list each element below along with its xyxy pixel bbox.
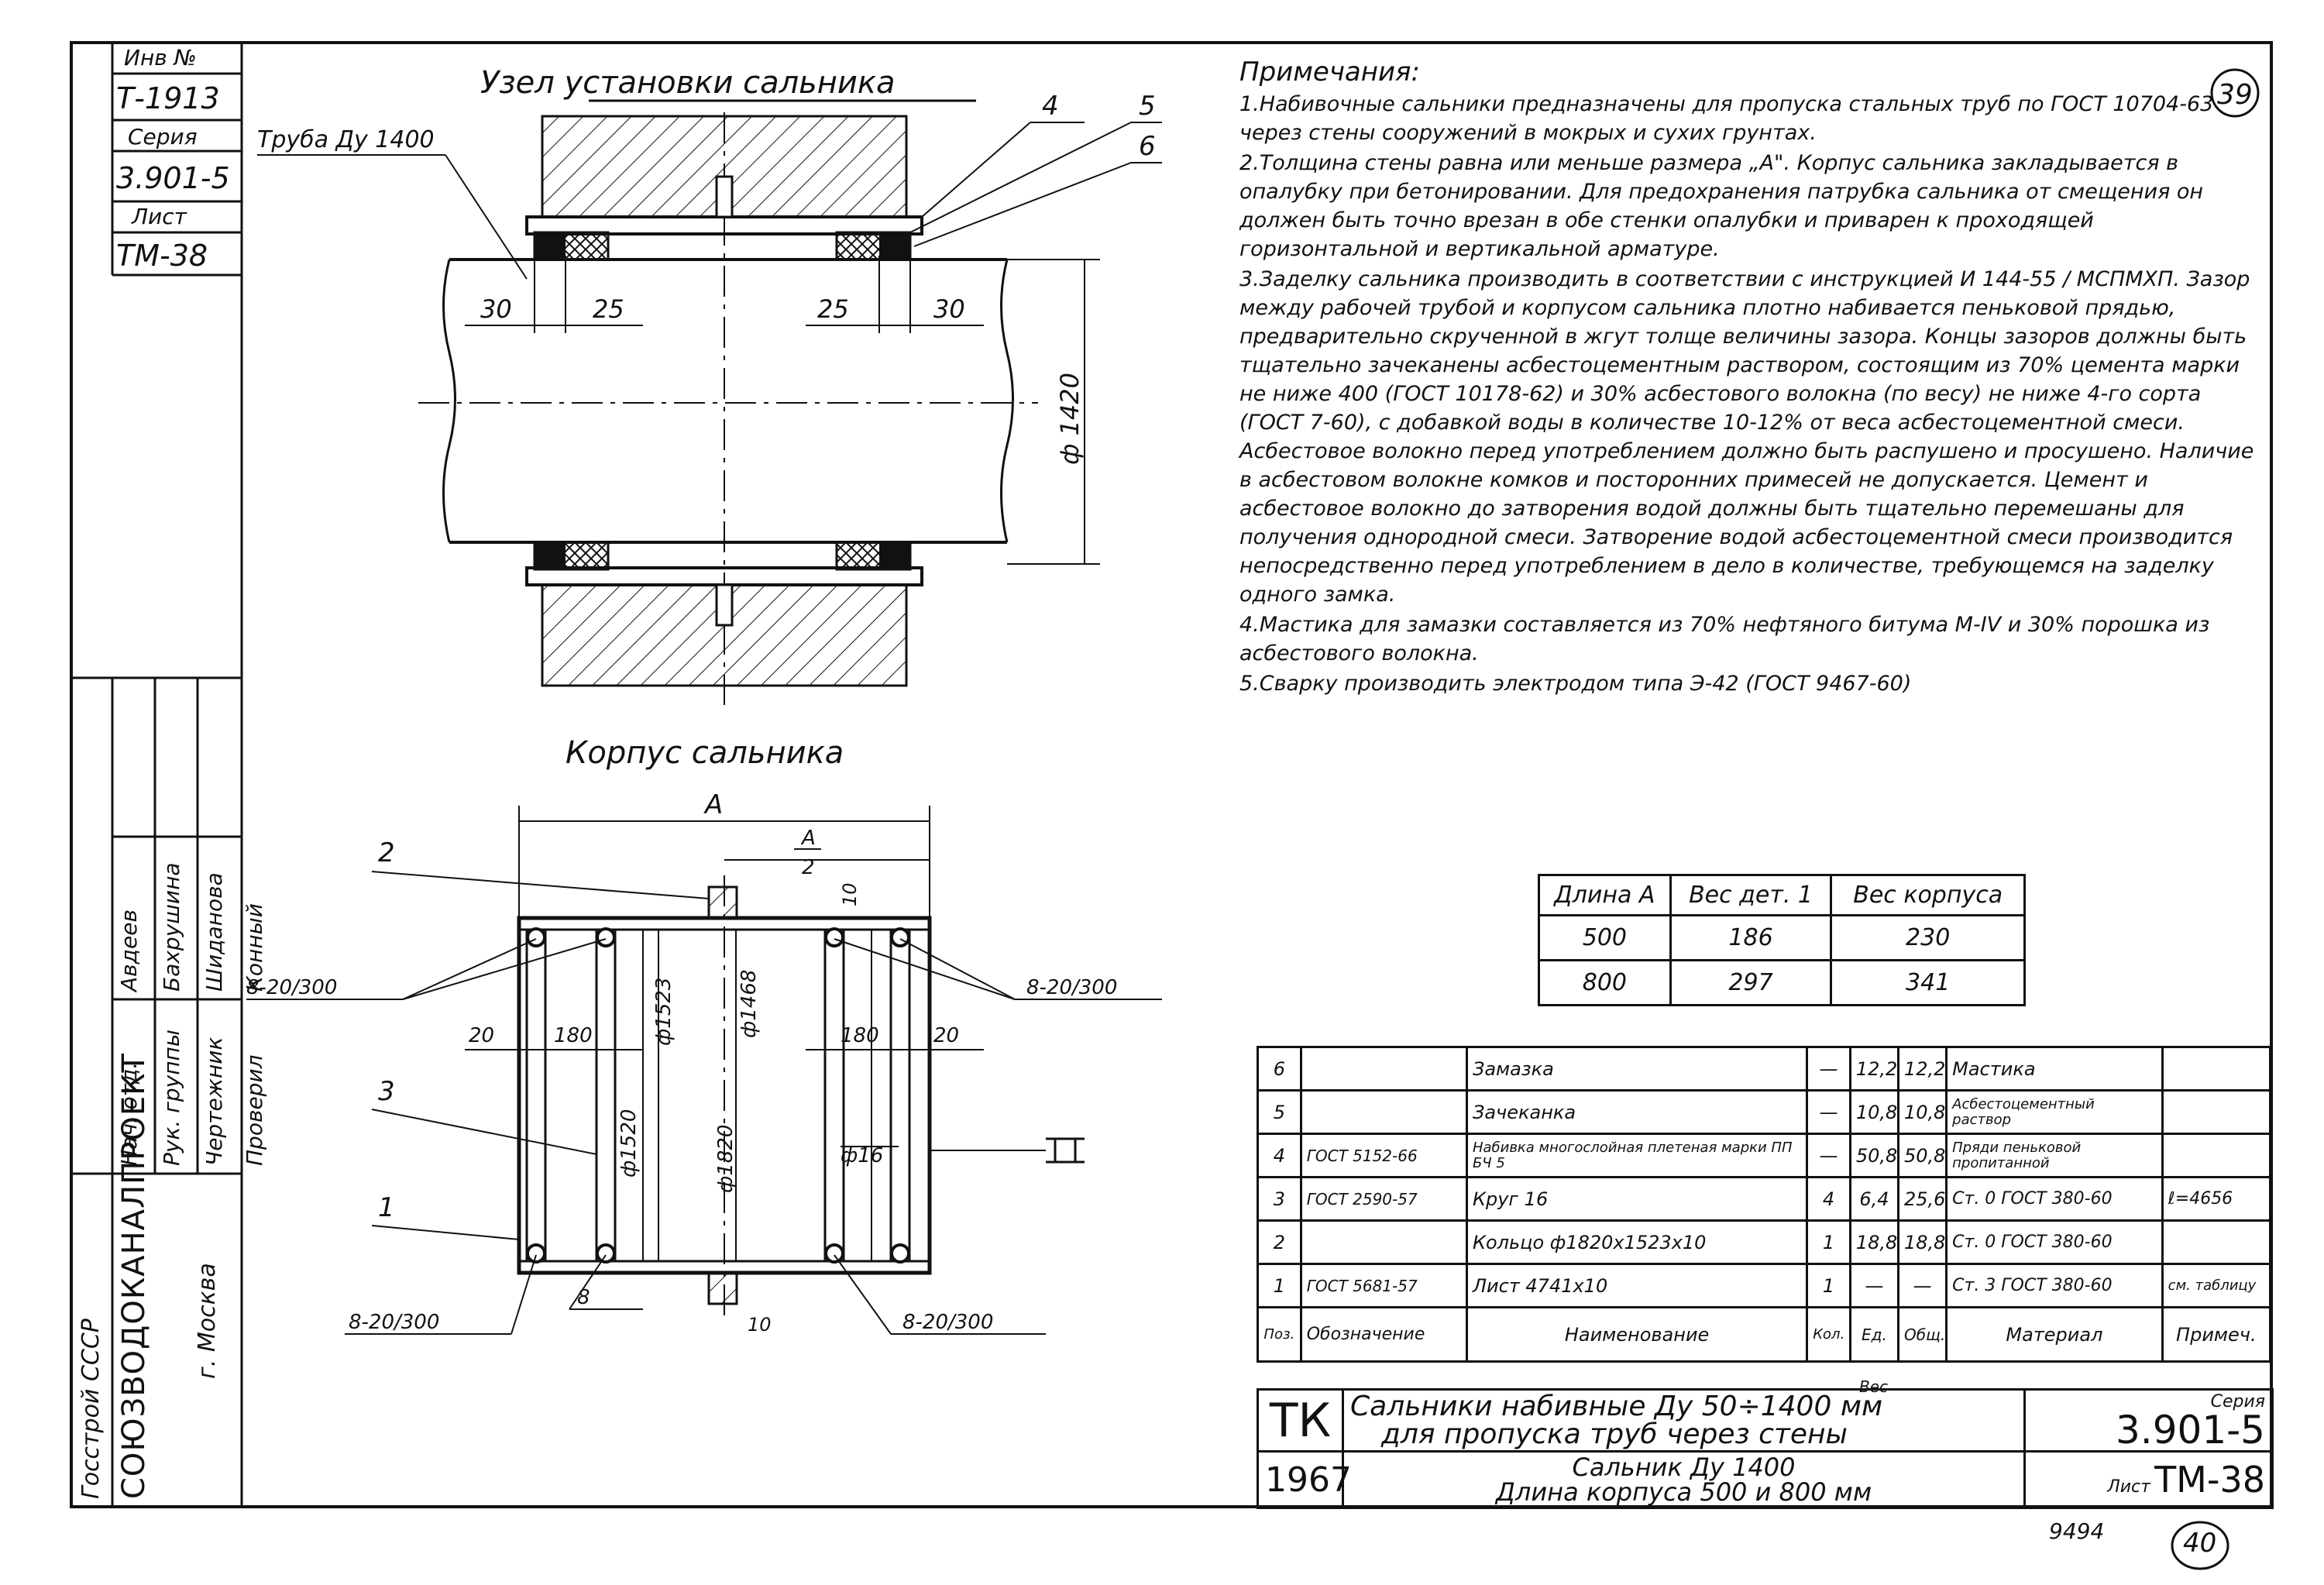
weights-header: Вес дет. 1 — [1669, 874, 1833, 916]
svg-text:6: 6 — [1139, 131, 1156, 162]
title-block-year: 1967 — [1257, 1450, 1352, 1509]
svg-text:А: А — [703, 789, 723, 820]
stamp-sheet-value: ТМ-38 — [116, 239, 208, 273]
svg-text:2: 2 — [802, 856, 815, 879]
svg-text:ф16: ф16 — [841, 1144, 883, 1167]
svg-text:25: 25 — [817, 294, 849, 324]
stamp-series-value: 3.901-5 — [116, 161, 230, 195]
drawing2-title: Корпус сальника — [566, 735, 844, 771]
note-3: 3.Заделку сальника производить в соответ… — [1239, 267, 2254, 607]
name-shidanova: Шиданова — [201, 872, 227, 992]
svg-text:ф1820: ф1820 — [714, 1125, 737, 1193]
spec-header-row: Поз. Обозначение Наименование Кол. Ед. О… — [1257, 1306, 2272, 1363]
stamp-sheet-label: Лист — [132, 204, 187, 229]
pipe-diameter-label: ф 1420 — [1055, 373, 1085, 465]
weights-header: Длина А — [1538, 874, 1672, 916]
name-konny: Конный — [242, 903, 267, 992]
gland-body-drawing: Корпус сальника А А 2 ф1 — [246, 735, 1162, 1336]
svg-text:30: 30 — [480, 294, 512, 324]
table-row: 800 297 341 — [1538, 959, 2026, 1006]
pipe-label: Труба Ду 1400 — [257, 126, 435, 153]
svg-text:ф1523: ф1523 — [652, 978, 676, 1046]
svg-text:10: 10 — [748, 1314, 772, 1336]
drawing1-title: Узел установки сальника — [480, 65, 896, 101]
svg-text:180: 180 — [841, 1024, 879, 1047]
note-2: 2.Толщина стены равна или меньше размера… — [1239, 151, 2204, 261]
stamp-inv-value: Т-1913 — [116, 81, 220, 115]
role-group-lead: Рук. группы — [159, 1030, 184, 1166]
stamp-inv-label: Инв № — [124, 45, 197, 70]
org-ministry: Госстрой СССР — [77, 1319, 105, 1499]
sheet-frame — [70, 41, 2273, 1508]
title-block-series: Серия 3.901-5 — [2023, 1388, 2274, 1453]
notes-header: Примечания: — [1239, 57, 1420, 88]
stamp-series-label: Серия — [128, 124, 198, 150]
svg-text:ф1468: ф1468 — [737, 970, 761, 1038]
svg-text:4: 4 — [1042, 91, 1059, 122]
svg-text:А: А — [800, 827, 816, 850]
svg-text:5: 5 — [1139, 91, 1156, 122]
name-bakhrushina: Бахрушина — [159, 862, 184, 992]
svg-text:8-20/300: 8-20/300 — [246, 976, 337, 999]
svg-text:ф1520: ф1520 — [617, 1109, 641, 1178]
svg-text:1: 1 — [378, 1192, 395, 1223]
weights-table: Длина А Вес дет. 1 Вес корпуса 500 186 2… — [1538, 874, 2026, 1006]
role-head-dept: Нач. отд. — [116, 1061, 142, 1166]
svg-text:2: 2 — [378, 837, 395, 868]
footer-page-circle — [2171, 1521, 2229, 1570]
footer-number: 9494 — [2049, 1518, 2105, 1544]
gland-installation-drawing: Узел установки сальника — [257, 65, 1162, 705]
weights-header: Вес корпуса — [1830, 874, 2026, 916]
note-5: 5.Сварку производить электродом типа Э-4… — [1239, 672, 1912, 696]
svg-text:8-20/300: 8-20/300 — [349, 1311, 439, 1334]
svg-text:10: 10 — [839, 882, 861, 906]
title-block-sheet: Лист ТМ-38 — [2023, 1450, 2274, 1509]
title-block: ТК Сальники набивные Ду 50÷1400 мм для п… — [1257, 1388, 2274, 1509]
svg-text:8-20/300: 8-20/300 — [902, 1311, 993, 1334]
title-block-mark: ТК — [1257, 1388, 1344, 1453]
notes-block: Примечания: 1.Набивочные сальники предна… — [1239, 58, 2270, 700]
table-row: 500 186 230 — [1538, 914, 2026, 961]
svg-text:180: 180 — [554, 1024, 593, 1047]
svg-text:20: 20 — [469, 1024, 494, 1047]
note-4: 4.Мастика для замазки составляется из 70… — [1239, 613, 2210, 665]
title-block-sub: Сальник Ду 1400 Длина корпуса 500 и 800 … — [1342, 1450, 2026, 1509]
svg-text:3: 3 — [378, 1076, 395, 1107]
sheet-number-circle — [2210, 68, 2260, 118]
name-avdeev: Авдеев — [116, 909, 142, 992]
note-1: 1.Набивочные сальники предназначены для … — [1239, 92, 2214, 145]
svg-text:30: 30 — [933, 294, 965, 324]
role-checker: Проверил — [242, 1054, 267, 1166]
sheet-number: 39 — [2217, 79, 2253, 111]
svg-text:20: 20 — [933, 1024, 959, 1047]
org-city: г. Москва — [194, 1263, 221, 1379]
left-stamp-grid — [71, 43, 242, 1507]
role-drafter: Чертежник — [201, 1037, 227, 1166]
svg-text:25: 25 — [593, 294, 624, 324]
svg-text:8-20/300: 8-20/300 — [1026, 976, 1117, 999]
footer-page: 40 — [2183, 1528, 2217, 1559]
title-block-main: Сальники набивные Ду 50÷1400 мм для проп… — [1342, 1388, 2026, 1453]
